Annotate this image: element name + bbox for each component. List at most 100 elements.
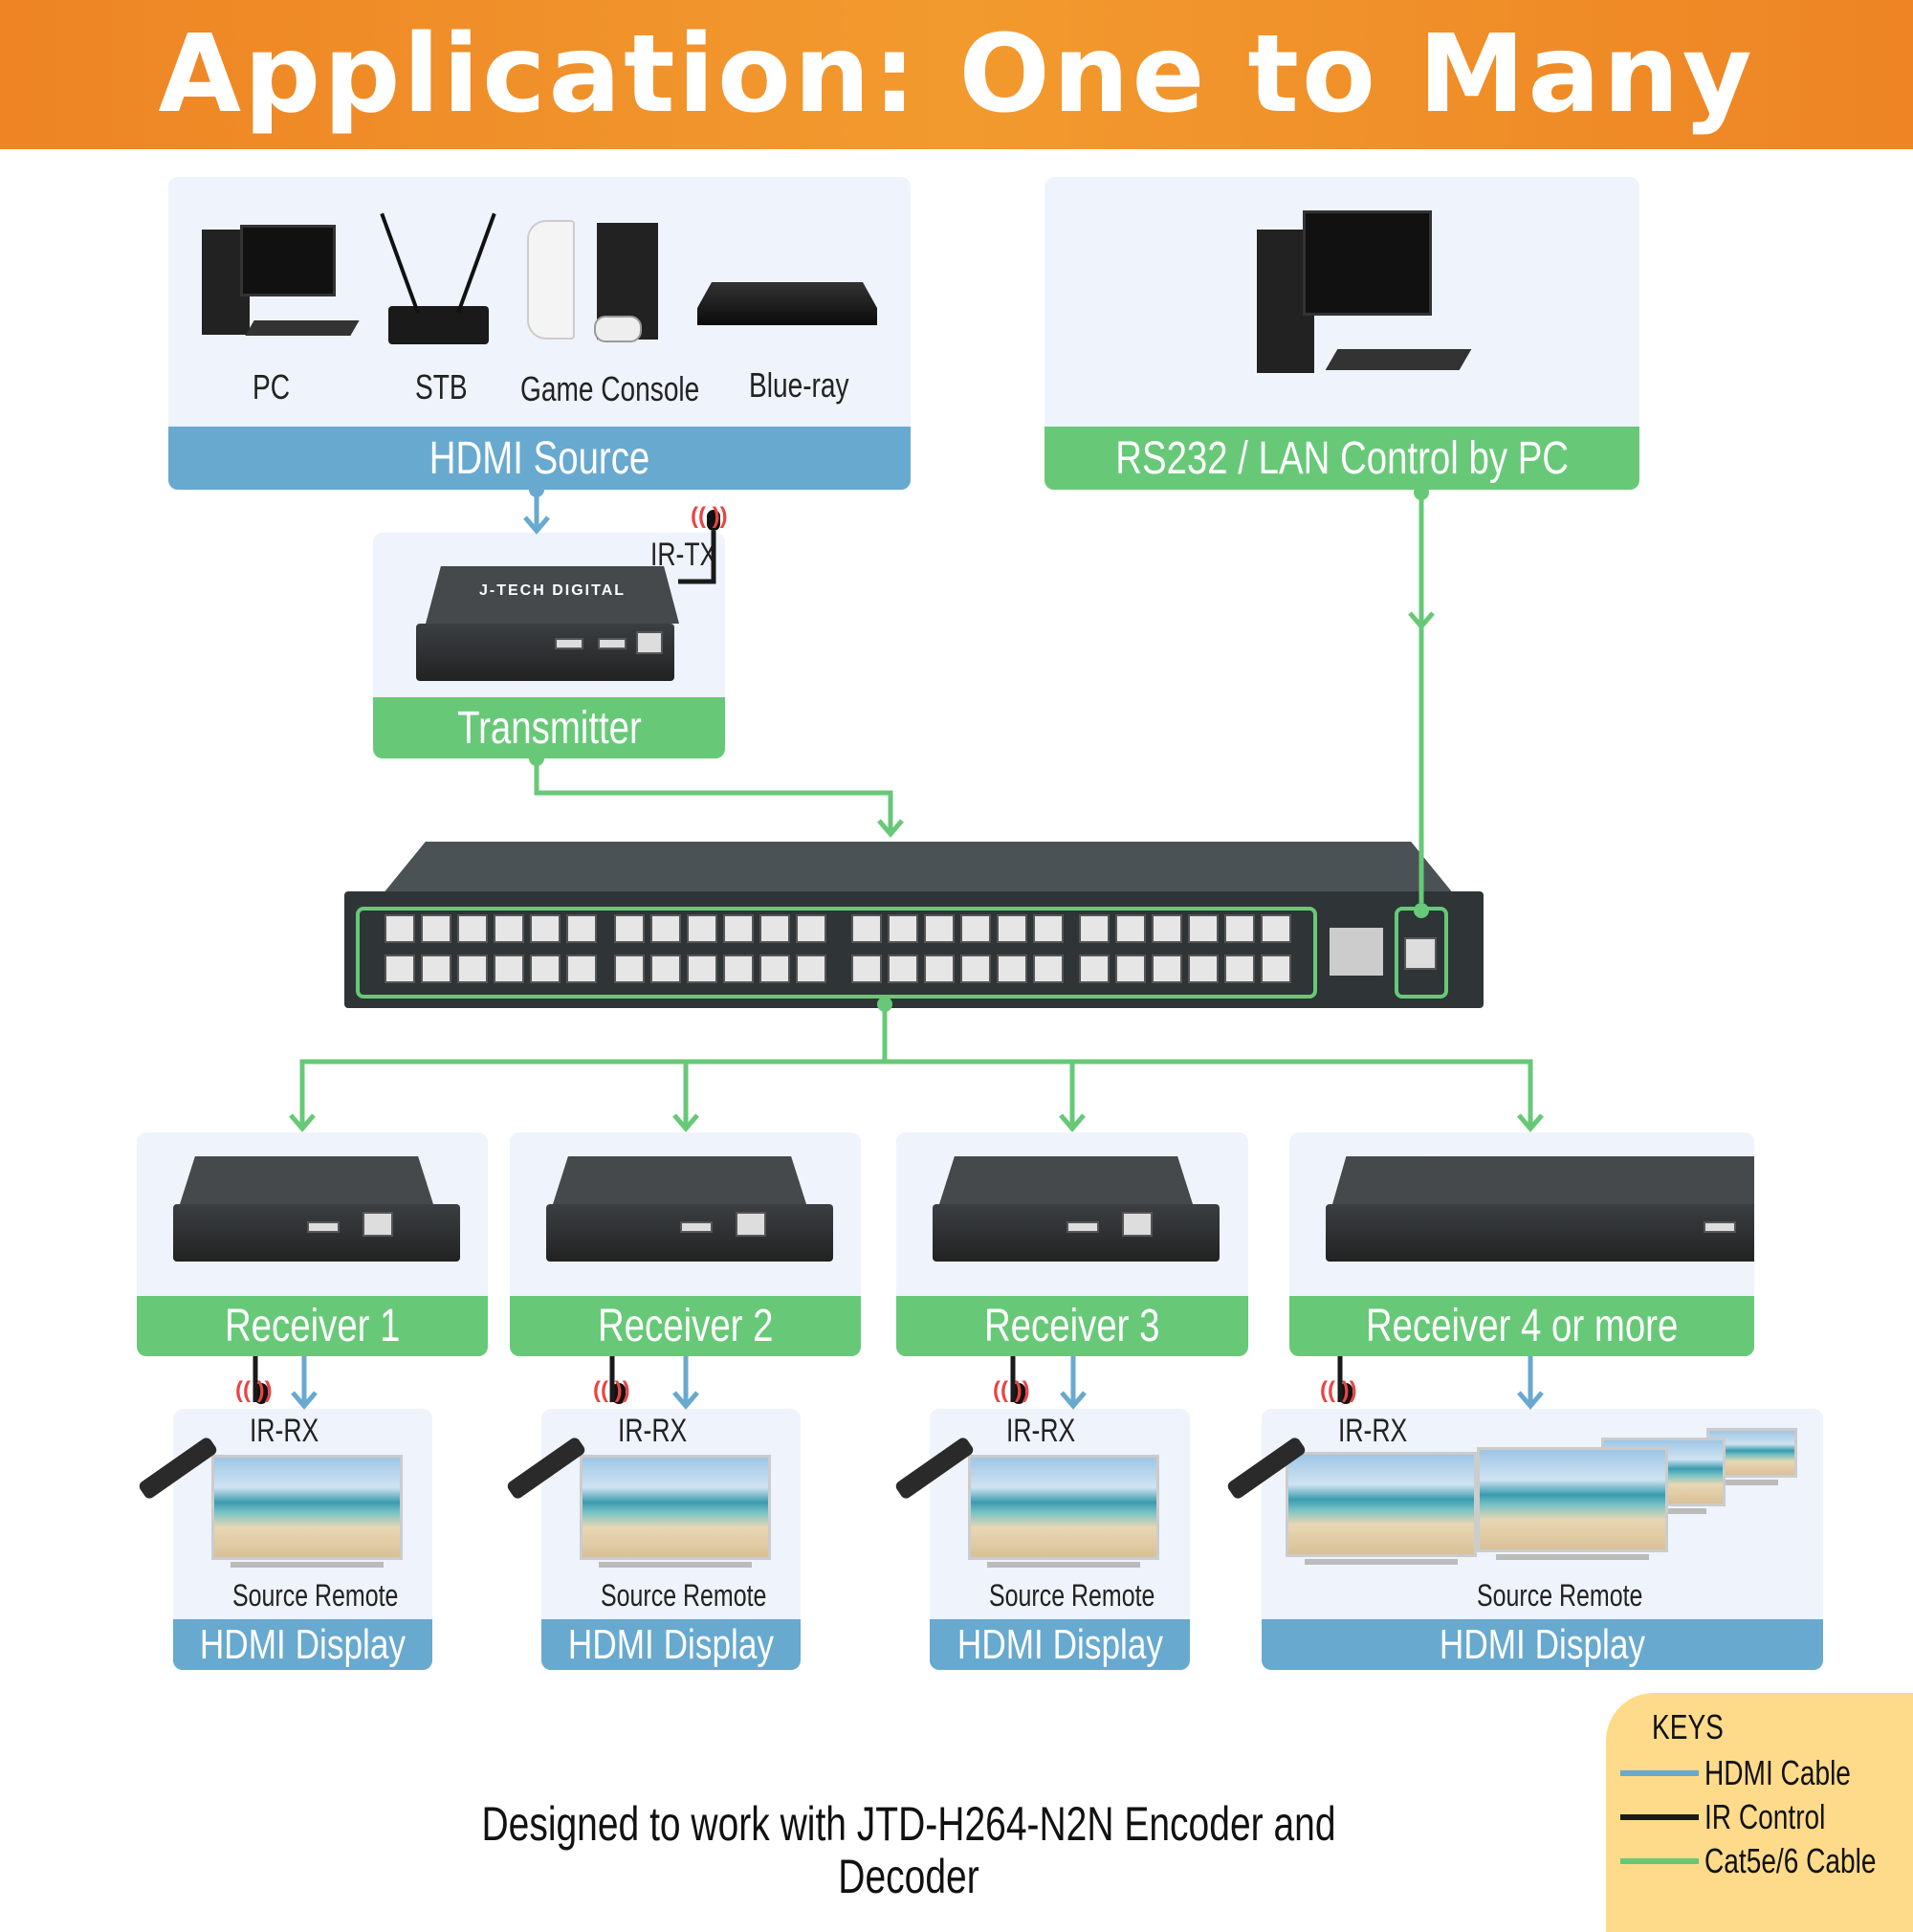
ethernet-port	[1188, 914, 1219, 943]
arrow-head	[1517, 1113, 1544, 1132]
bluray-player-icon	[697, 282, 877, 325]
ethernet-port	[494, 914, 524, 943]
tv-stand	[1496, 1554, 1649, 1560]
hdmi-display-label: HDMI Display	[1262, 1619, 1823, 1670]
keyboard-icon	[1325, 349, 1472, 370]
receiver-label: Receiver 2	[510, 1296, 861, 1356]
ethernet-port	[723, 914, 754, 943]
ir-signal-icon: (( ))	[993, 1377, 1030, 1403]
tv-stand	[1305, 1559, 1458, 1565]
receiver-panel: Receiver 3	[896, 1132, 1248, 1356]
keys-legend: KEYS HDMI Cable IR Control Cat5e/6 Cable	[1606, 1693, 1913, 1932]
hdmi-display-panel: Source Remote IR-RX HDMI Display	[541, 1409, 801, 1670]
hdmi-display-label: HDMI Display	[930, 1619, 1190, 1670]
ethernet-port	[723, 955, 754, 983]
hdmi-out-port	[1066, 1221, 1099, 1233]
ethernet-port	[997, 955, 1027, 983]
ethernet-port	[421, 914, 451, 943]
hdmi-out-port	[680, 1221, 713, 1233]
ethernet-port	[888, 914, 918, 943]
switch-top	[383, 842, 1454, 894]
ethernet-port	[566, 955, 597, 983]
receiver-front	[173, 1204, 460, 1262]
ethernet-port	[566, 914, 597, 943]
tv-stand	[1726, 1480, 1778, 1485]
control-pc-panel: RS232 / LAN Control by PC	[1044, 177, 1639, 490]
arrow-head	[523, 516, 550, 535]
page-title: Application: One to Many	[158, 12, 1755, 137]
ir-rx-label: IR-RX	[618, 1413, 688, 1449]
hdmi-display-panel: Source Remote IR-RX HDMI Display	[930, 1409, 1190, 1670]
hdmi-out-port	[1704, 1221, 1736, 1233]
ethernet-port	[650, 955, 681, 983]
monitor-icon	[1303, 210, 1432, 316]
hdmi-in-port	[598, 638, 627, 649]
ethernet-port	[385, 914, 415, 943]
receiver-front	[546, 1204, 833, 1262]
receiver-front	[933, 1204, 1220, 1262]
ir-receiver-icon	[1339, 1383, 1352, 1404]
arrow-head	[1060, 1391, 1087, 1410]
key-cat: Cat5e/6 Cable	[1620, 1842, 1913, 1880]
receiver-label: Receiver 1	[137, 1296, 488, 1356]
header-banner: Application: One to Many	[0, 0, 1913, 149]
transmitter-brand: J-TECH DIGITAL	[478, 582, 627, 599]
transmitter-label: Transmitter	[373, 697, 725, 758]
ethernet-port	[614, 914, 645, 943]
receiver-device	[553, 1156, 806, 1204]
ethernet-port	[960, 914, 991, 943]
receiver-label: Receiver 3	[896, 1296, 1248, 1356]
device-label-stb: STB	[415, 367, 468, 406]
arrow-head	[672, 1113, 699, 1132]
arrow-head	[1059, 1113, 1086, 1132]
ethernet-port	[851, 955, 882, 983]
ethernet-port	[759, 914, 790, 943]
monitor-icon	[240, 225, 336, 296]
ethernet-port	[1033, 914, 1064, 943]
receiver-panel: Receiver 1	[137, 1132, 488, 1356]
console-port	[1404, 937, 1437, 970]
ir-tx-label: IR-TX	[650, 537, 717, 573]
device-label-pc: PC	[253, 367, 291, 406]
hdmi-source-panel: PC STB Game Console Blue-ray HDMI Source	[168, 177, 911, 490]
ethernet-port	[851, 914, 882, 943]
ethernet-port	[457, 914, 488, 943]
tv-display-icon	[1477, 1447, 1668, 1552]
ethernet-port	[1033, 955, 1064, 983]
device-label-blu-ray: Blue-ray	[749, 365, 849, 405]
receiver-panel: Receiver 2	[510, 1132, 861, 1356]
tv-display-icon	[1286, 1452, 1477, 1557]
ethernet-port	[363, 1212, 393, 1237]
source-remote-label: Source Remote	[601, 1578, 767, 1613]
ethernet-port	[1224, 914, 1255, 943]
key-label: IR Control	[1704, 1797, 1826, 1836]
transmitter-panel: J-TECH DIGITAL IR-TX Transmitter	[373, 533, 725, 758]
transmitter-device: J-TECH DIGITAL	[426, 566, 679, 624]
ethernet-port	[736, 1212, 766, 1237]
arrow-head	[289, 1113, 316, 1132]
ethernet-port	[1115, 955, 1146, 983]
router-icon	[388, 306, 489, 344]
tv-stand	[599, 1562, 752, 1568]
ethernet-port	[1115, 914, 1146, 943]
ir-receiver-icon	[254, 1383, 268, 1404]
control-label: RS232 / LAN Control by PC	[1044, 427, 1639, 490]
ir-signal-icon: (( ))	[691, 503, 728, 529]
ir-signal-icon: (( ))	[235, 1377, 273, 1403]
transmitter-front	[416, 624, 674, 681]
tv-display-icon	[580, 1455, 771, 1560]
ethernet-port	[759, 955, 790, 983]
ir-receiver-icon	[1012, 1383, 1025, 1404]
receiver-front	[1570, 1204, 1754, 1262]
receiver-device	[1576, 1156, 1754, 1204]
switch-front	[344, 891, 1484, 1008]
ethernet-port	[530, 955, 561, 983]
ethernet-port	[1079, 914, 1110, 943]
ethernet-port	[530, 914, 561, 943]
keyboard-icon	[245, 320, 360, 336]
receiver-panel: Receiver 4 or more	[1289, 1132, 1754, 1356]
tv-display-icon	[968, 1455, 1159, 1560]
ir-rx-label: IR-RX	[250, 1413, 319, 1449]
arrow-head	[672, 1391, 699, 1410]
ethernet-port	[1188, 955, 1219, 983]
